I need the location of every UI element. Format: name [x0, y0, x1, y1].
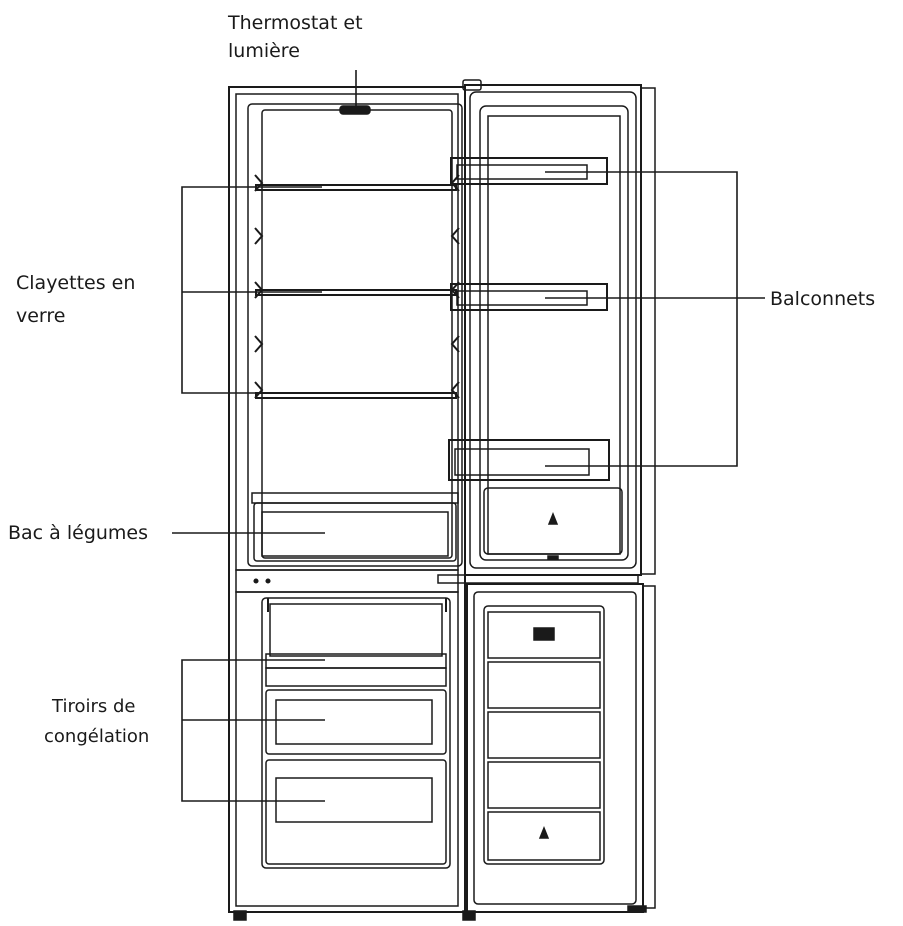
thermostat-label-line1: Thermostat et: [228, 12, 363, 34]
fridge-door: [462, 79, 656, 576]
freezer-drawers-label-line2: congélation: [44, 726, 150, 747]
door-balcony: [450, 283, 608, 311]
glass-shelf: [255, 392, 457, 399]
freezer-door: [466, 583, 656, 913]
door-balconies: [448, 157, 610, 481]
balconies-label: Balconnets: [770, 288, 876, 310]
freezer-bracket: [181, 659, 325, 802]
shelves-bracket: [181, 186, 322, 394]
thermostat-light-unit: [339, 105, 371, 115]
balconies-bracket: [545, 171, 738, 467]
crisper-drawer: [251, 492, 459, 562]
thermostat-label-line2: lumière: [228, 40, 300, 62]
glass-shelves-label-line2: verre: [16, 305, 66, 327]
door-balcony: [450, 157, 608, 185]
freezer-drawers-label-line1: Tiroirs de: [52, 696, 136, 717]
glass-shelves-label-line1: Clayettes en: [16, 272, 136, 294]
crisper-label: Bac à légumes: [8, 522, 149, 544]
freezer-compartment: [235, 591, 459, 907]
callout-lines: [172, 70, 765, 802]
freezer-drawer: [265, 759, 447, 865]
freezer-drawer: [265, 689, 447, 755]
door-balcony: [448, 439, 610, 481]
door-hinge-strip: [437, 574, 639, 584]
fridge-compartment: [247, 103, 463, 567]
